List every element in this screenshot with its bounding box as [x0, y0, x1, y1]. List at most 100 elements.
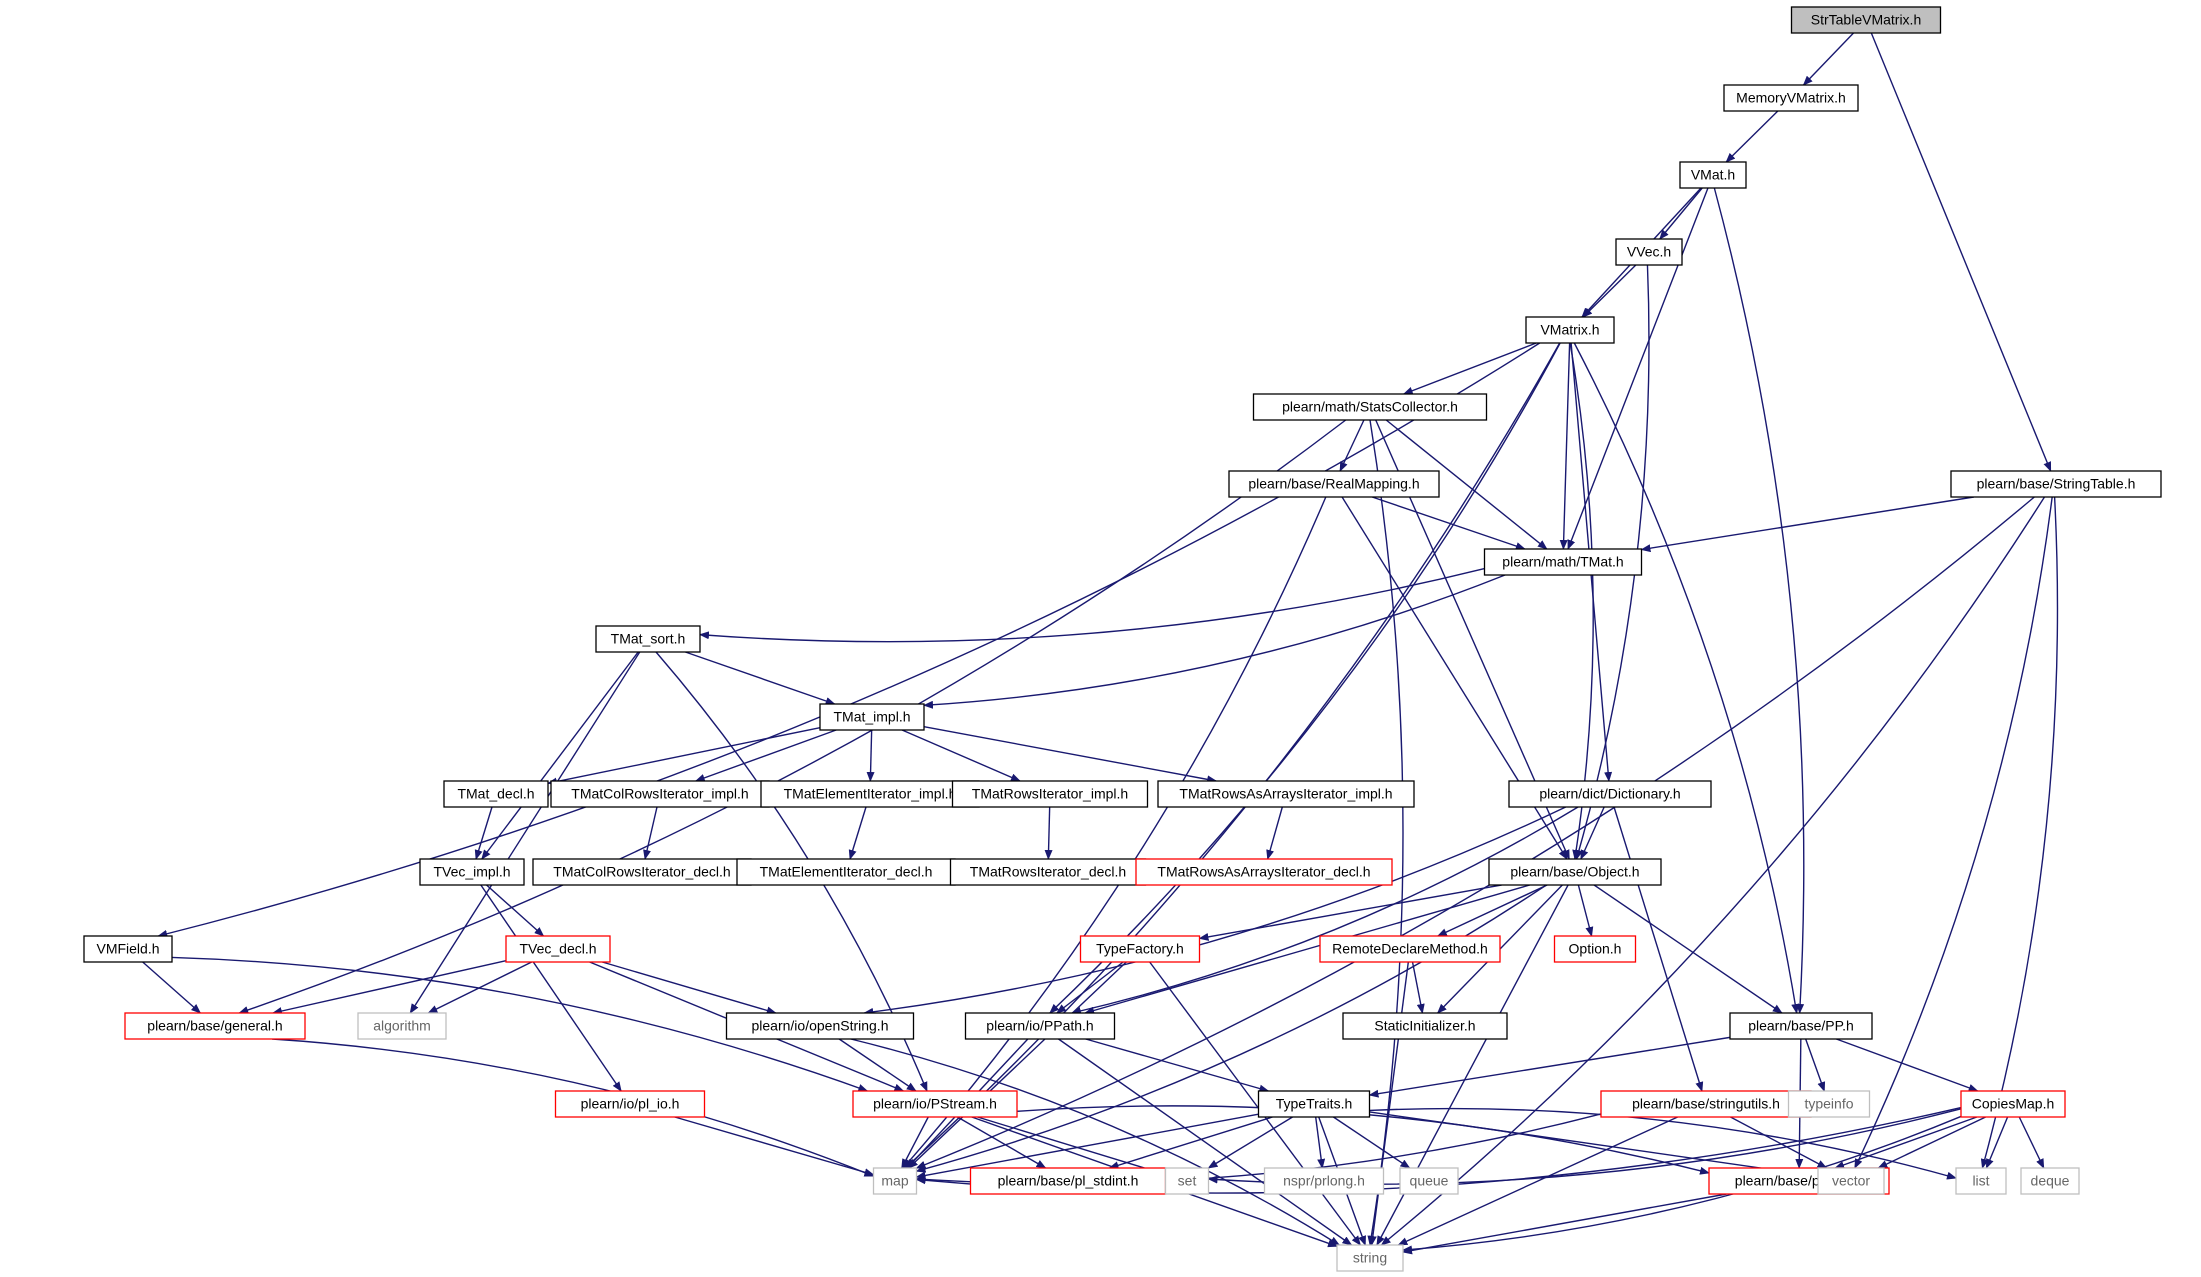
node-string[interactable]: string	[1336, 1244, 1404, 1272]
node-box	[357, 1012, 447, 1040]
node-dictionary[interactable]: plearn/dict/Dictionary.h	[1508, 780, 1712, 808]
node-box	[1488, 858, 1662, 886]
node-label: TMatRowsAsArraysIterator_decl.h	[1157, 864, 1370, 880]
edge-realmapping-to-tmat	[1371, 496, 1526, 550]
node-box	[1252, 393, 1488, 421]
node-label: VMField.h	[96, 941, 159, 957]
node-rowsdecl[interactable]: TMatRowsIterator_decl.h	[949, 858, 1147, 886]
node-colrowsdecl[interactable]: TMatColRowsIterator_decl.h	[532, 858, 752, 886]
node-pstream[interactable]: plearn/io/PStream.h	[852, 1090, 1018, 1118]
node-set[interactable]: set	[1164, 1167, 1210, 1195]
node-label: plearn/base/RealMapping.h	[1248, 476, 1419, 492]
node-option[interactable]: Option.h	[1553, 935, 1637, 963]
node-tmat[interactable]: plearn/math/TMat.h	[1483, 548, 1643, 576]
node-typeinfo[interactable]: typeinfo	[1787, 1090, 1871, 1118]
node-vector[interactable]: vector	[1817, 1167, 1885, 1195]
edge-stringtable-to-string	[1380, 496, 2046, 1246]
node-algorithm[interactable]: algorithm	[357, 1012, 447, 1040]
node-box	[819, 703, 925, 731]
node-staticinit[interactable]: StaticInitializer.h	[1342, 1012, 1508, 1040]
edge-object-to-option	[1577, 884, 1594, 937]
node-copiesmap[interactable]: CopiesMap.h	[1960, 1090, 2066, 1118]
node-vmatrix[interactable]: VMatrix.h	[1525, 316, 1615, 344]
edge-tmatimpl-to-rowsimpl	[901, 729, 1021, 782]
node-remotedeclare[interactable]: RemoteDeclareMethod.h	[1319, 935, 1501, 963]
edge-vmfield-to-general	[142, 961, 202, 1014]
edge-vmat-to-vvec	[1659, 187, 1703, 240]
node-label: plearn/base/StringTable.h	[1977, 476, 2136, 492]
edge-dictionary-to-object	[1580, 806, 1605, 860]
node-plstdint[interactable]: plearn/base/pl_stdint.h	[969, 1167, 1167, 1195]
node-tmatsort[interactable]: TMat_sort.h	[595, 625, 701, 653]
node-box	[419, 858, 525, 886]
edge-tmatsort-to-tmatimpl	[685, 651, 836, 705]
node-box	[1342, 1012, 1508, 1040]
edge-ppath-to-typetraits	[1085, 1038, 1270, 1093]
node-general[interactable]: plearn/base/general.h	[124, 1012, 306, 1040]
node-label: TVec_decl.h	[519, 941, 596, 957]
edge-typefactory-to-ppath	[1056, 961, 1124, 1014]
node-label: list	[1972, 1173, 1989, 1189]
node-label: TMatElementIterator_impl.h	[784, 786, 957, 802]
node-statscollector[interactable]: plearn/math/StatsCollector.h	[1252, 393, 1488, 421]
node-label: plearn/io/PStream.h	[873, 1096, 997, 1112]
node-prlong[interactable]: nspr/prlong.h	[1263, 1167, 1385, 1195]
edge-vmatrix-to-ppath	[1049, 342, 1561, 1014]
node-box	[969, 1167, 1167, 1195]
edge-object-to-remotedeclare	[1436, 884, 1548, 937]
node-tmatdecl[interactable]: TMat_decl.h	[443, 780, 549, 808]
node-deque[interactable]: deque	[2020, 1167, 2080, 1195]
node-stringutils[interactable]: plearn/base/stringutils.h	[1600, 1090, 1812, 1118]
node-box	[443, 780, 549, 808]
node-map[interactable]: map	[872, 1167, 918, 1195]
node-label: TMatRowsAsArraysIterator_impl.h	[1179, 786, 1392, 802]
node-box	[964, 1012, 1116, 1040]
node-plio[interactable]: plearn/io/pl_io.h	[554, 1090, 706, 1118]
edge-tvecdecl-to-openstring	[602, 961, 777, 1015]
node-tvecdecl[interactable]: TVec_decl.h	[505, 935, 611, 963]
edge-vmfield-to-pstream	[171, 956, 869, 1092]
node-label: TMatElementIterator_decl.h	[760, 864, 933, 880]
node-list[interactable]: list	[1955, 1167, 2007, 1195]
node-elemdecl[interactable]: TMatElementIterator_decl.h	[736, 858, 956, 886]
node-elemimpl[interactable]: TMatElementIterator_impl.h	[760, 780, 980, 808]
node-colrowsimpl[interactable]: TMatColRowsIterator_impl.h	[550, 780, 770, 808]
node-label: nspr/prlong.h	[1283, 1173, 1365, 1189]
node-openstring[interactable]: plearn/io/openString.h	[725, 1012, 915, 1040]
node-strtablevmatrix[interactable]: StrTableVMatrix.h	[1790, 6, 1942, 34]
node-stringtable[interactable]: plearn/base/StringTable.h	[1950, 470, 2162, 498]
edge-stringtable-to-list	[1980, 496, 2059, 1169]
edge-general-to-map	[271, 1038, 875, 1177]
node-vmat[interactable]: VMat.h	[1679, 161, 1747, 189]
node-pp[interactable]: plearn/base/PP.h	[1729, 1012, 1873, 1040]
edge-rowsarraysimpl-to-rowsarraysdecl	[1266, 806, 1284, 860]
node-tvecimpl[interactable]: TVec_impl.h	[419, 858, 525, 886]
node-rowsimpl[interactable]: TMatRowsIterator_impl.h	[951, 780, 1149, 808]
node-queue[interactable]: queue	[1399, 1167, 1459, 1195]
node-rowsarraysdecl[interactable]: TMatRowsAsArraysIterator_decl.h	[1135, 858, 1393, 886]
node-typetraits[interactable]: TypeTraits.h	[1257, 1090, 1371, 1118]
node-box	[736, 858, 956, 886]
edge-vmatrix-to-tmat	[1559, 342, 1571, 550]
edge-vmat-to-tmat	[1567, 187, 1709, 550]
node-vmfield[interactable]: VMField.h	[83, 935, 173, 963]
node-rowsarraysimpl[interactable]: TMatRowsAsArraysIterator_impl.h	[1157, 780, 1415, 808]
node-vvec[interactable]: VVec.h	[1615, 238, 1683, 266]
node-label: TVec_impl.h	[433, 864, 510, 880]
edge-vmatrix-to-statscollector	[1402, 342, 1537, 395]
edge-tmatimpl-to-colrowsimpl	[694, 729, 837, 782]
node-ppath[interactable]: plearn/io/PPath.h	[964, 1012, 1116, 1040]
node-typefactory[interactable]: TypeFactory.h	[1079, 935, 1201, 963]
node-label: TMatColRowsIterator_decl.h	[553, 864, 730, 880]
node-memoryvmatrix[interactable]: MemoryVMatrix.h	[1723, 84, 1859, 112]
node-label: TypeTraits.h	[1276, 1096, 1353, 1112]
edge-typetraits-to-prlong	[1314, 1116, 1326, 1169]
node-object[interactable]: plearn/base/Object.h	[1488, 858, 1662, 886]
edge-copiesmap-to-vector	[1877, 1116, 1986, 1169]
node-realmapping[interactable]: plearn/base/RealMapping.h	[1228, 470, 1440, 498]
node-tmatimpl[interactable]: TMat_impl.h	[819, 703, 925, 731]
node-box	[1135, 858, 1393, 886]
node-box	[1079, 935, 1201, 963]
edge-stringutils-to-vector	[1730, 1116, 1828, 1169]
edge-pstream-to-map	[901, 1116, 929, 1169]
